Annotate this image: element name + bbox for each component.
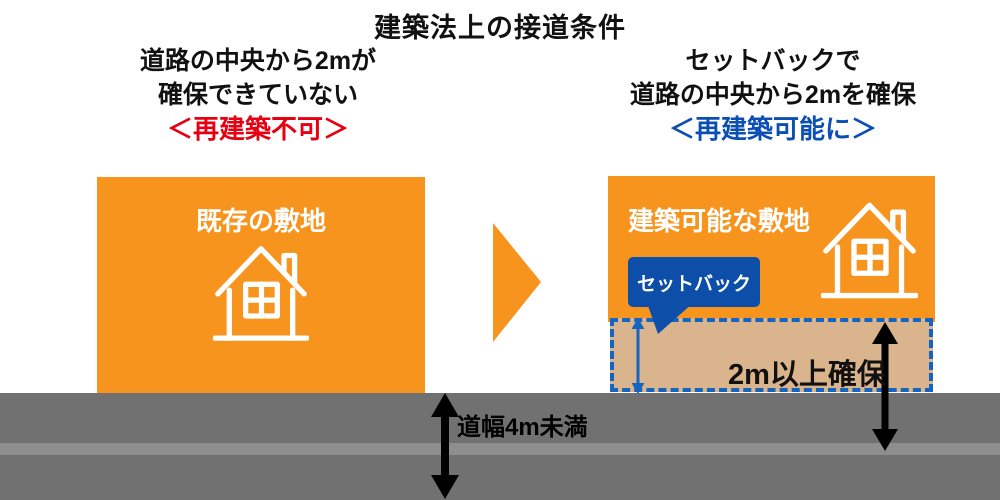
existing-site-box: 既存の敷地 [97, 177, 425, 393]
buildable-site-label: 建築可能な敷地 [628, 206, 811, 236]
left-status-not-rebuildable: ＜再建築不可＞ [166, 114, 349, 144]
right-heading-line2: 道路の中央から2mを確保 [629, 81, 917, 109]
transition-arrow-icon [493, 223, 541, 342]
clearance-label: 2m以上確保 [728, 359, 886, 391]
right-heading-line1: セットバックで [685, 47, 861, 75]
page-title: 建築法上の接道条件 [374, 13, 626, 43]
road-width-label: 道幅4m未満 [457, 414, 588, 441]
road-center-line [0, 443, 1000, 455]
right-status-rebuildable: ＜再建築可能に＞ [668, 114, 877, 144]
left-heading-line1: 道路の中央から2mが [139, 47, 377, 75]
right-heading: セットバックで 道路の中央から2mを確保 ＜再建築可能に＞ [570, 44, 976, 146]
left-heading: 道路の中央から2mが 確保できていない ＜再建築不可＞ [58, 44, 458, 146]
house-icon [821, 202, 918, 299]
road [0, 393, 1000, 500]
setback-bubble-label: セットバック [636, 273, 751, 295]
existing-site-label: 既存の敷地 [195, 206, 326, 236]
left-heading-line2: 確保できていない [157, 81, 358, 109]
house-icon [213, 246, 309, 341]
setback-bubble: セットバック [628, 257, 760, 307]
